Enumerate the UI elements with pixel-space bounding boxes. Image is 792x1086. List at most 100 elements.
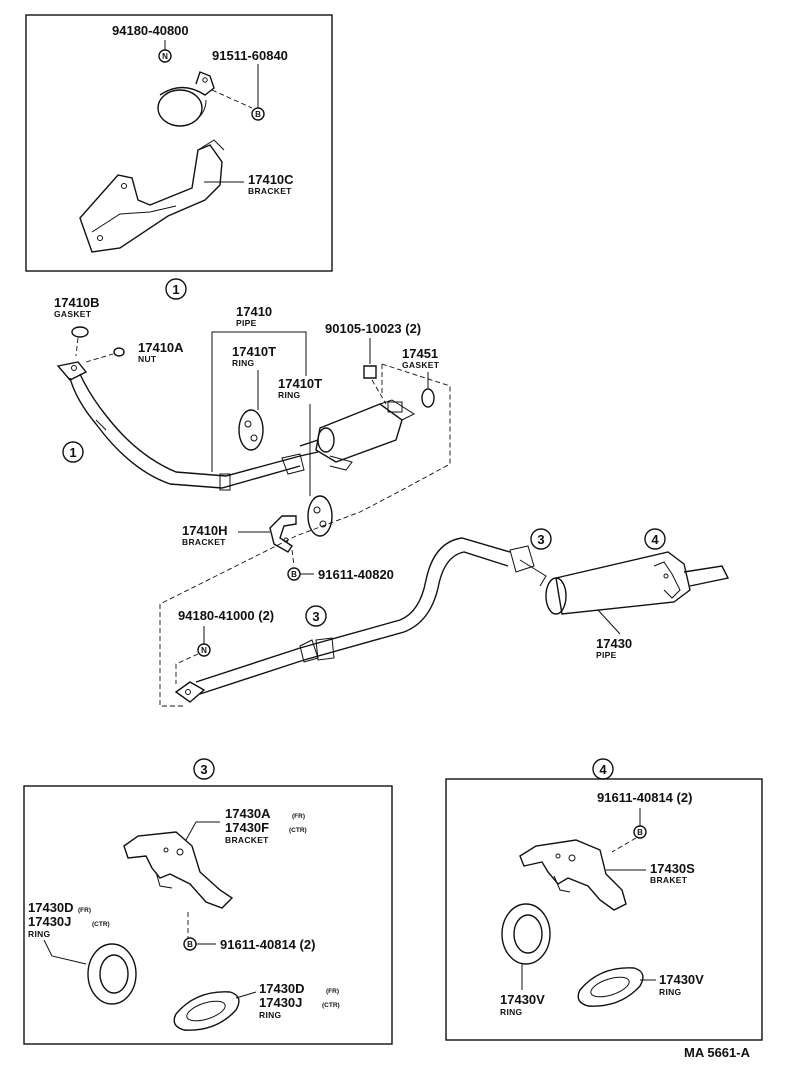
callout-4-inset-title[interactable]: 4 [592, 758, 614, 780]
sub-muffler[interactable] [299, 399, 416, 471]
gasket-17410b[interactable] [71, 326, 89, 338]
ring-17430d-a[interactable] [87, 943, 137, 1005]
bolt-marker-b-2[interactable]: B [287, 567, 301, 581]
label-90105-10023: 90105-10023 (2) [325, 321, 421, 336]
label-ctr-2: (CTR) [92, 921, 110, 928]
svg-text:1: 1 [69, 445, 76, 460]
leader-dash-bolt [211, 89, 253, 109]
inset-4: 91611-40814 (2) B 17430S BRAKET 17430V R… [445, 778, 763, 1041]
label-17430: 17430 [596, 636, 632, 651]
clamp-ring[interactable] [157, 71, 215, 127]
nut-17410a[interactable] [113, 347, 125, 357]
callout-4-muffler[interactable]: 4 [644, 528, 666, 550]
svg-text:3: 3 [200, 762, 207, 777]
label-17410t-a: 17410T [232, 344, 276, 359]
label-17410: 17410 [236, 304, 272, 319]
dash-frame-mid [295, 363, 451, 537]
bolt-marker-b-4[interactable]: B [633, 825, 647, 839]
ring-17410t-b[interactable] [307, 495, 333, 537]
label-17410b: 17410B [54, 295, 100, 310]
callout-3-inset-title[interactable]: 3 [193, 758, 215, 780]
label-fr-1: (FR) [292, 813, 305, 820]
label-ctr-3: (CTR) [322, 1002, 340, 1009]
svg-text:B: B [255, 110, 261, 119]
label-91611-40814-b: 91611-40814 (2) [597, 790, 692, 805]
bracket-17430a[interactable] [123, 831, 234, 909]
label-ring-4b: RING [659, 987, 682, 997]
label-17430s: 17430S [650, 861, 695, 876]
leader-17430 [597, 609, 621, 635]
svg-text:N: N [162, 52, 168, 61]
label-94180-40800: 94180-40800 [112, 23, 189, 38]
label-ring-a: RING [232, 358, 255, 368]
label-17430j-a: 17430J [28, 914, 71, 929]
label-17410h: 17410H [182, 523, 228, 538]
svg-text:4: 4 [599, 762, 607, 777]
inset-3: 17430A (FR) 17430F (CTR) BRACKET B 91611… [23, 785, 393, 1045]
inset-1-frame [25, 14, 333, 272]
label-fr-3: (FR) [326, 988, 339, 995]
ring-17430v-a[interactable] [501, 903, 551, 965]
callout-3-pipe[interactable]: 3 [305, 605, 327, 627]
tail-pipe-17430[interactable] [174, 537, 547, 703]
label-braket: BRAKET [650, 875, 688, 885]
svg-text:3: 3 [537, 532, 544, 547]
label-ring-3b: RING [259, 1010, 282, 1020]
label-gasket-2: GASKET [402, 360, 440, 370]
label-17430v-b: 17430V [659, 972, 704, 987]
leader-dash-gasket [75, 337, 79, 357]
leader-17430d-a [43, 939, 87, 965]
label-17410a: 17410A [138, 340, 184, 355]
svg-text:4: 4 [651, 532, 659, 547]
label-17430v-a: 17430V [500, 992, 545, 1007]
leader-17430a [185, 821, 220, 841]
ring-17430v-b[interactable] [577, 967, 644, 1007]
label-fr-2: (FR) [78, 907, 91, 914]
nut-marker-n-2[interactable]: N [197, 643, 211, 657]
dash-frame-lower [159, 535, 297, 707]
gasket-17451[interactable] [421, 388, 435, 408]
leader-dash-bolt-4 [611, 837, 637, 853]
label-17430f: 17430F [225, 820, 269, 835]
callout-1-pipe[interactable]: 1 [62, 441, 84, 463]
label-pipe-1: PIPE [236, 318, 257, 328]
ring-17430d-b[interactable] [173, 991, 240, 1031]
label-bracket-1: BRACKET [248, 186, 292, 196]
leader-17430d-b [235, 991, 257, 999]
label-ring-4a: RING [500, 1007, 523, 1017]
front-pipe-17410[interactable] [56, 361, 305, 491]
leader-dash-94180-41000 [175, 653, 199, 684]
svg-text:3: 3 [312, 609, 319, 624]
inset-4-frame [445, 778, 763, 1041]
ring-17410t-a[interactable] [238, 409, 264, 451]
callout-1-top[interactable]: 1 [165, 278, 187, 300]
label-17430j-b: 17430J [259, 995, 302, 1010]
label-17410c: 17410C [248, 172, 294, 187]
label-bracket-3: BRACKET [225, 835, 269, 845]
bolt-90105-10023[interactable] [363, 365, 377, 379]
leader-dash-bolt-2 [371, 379, 387, 405]
main-assembly: 17410B GASKET 17410A NUT 1 17410 PIPE [54, 295, 730, 707]
label-gasket-1: GASKET [54, 309, 92, 319]
label-91611-40814-a: 91611-40814 (2) [220, 937, 315, 952]
bolt-marker-b-3[interactable]: B [183, 937, 197, 951]
leader-17410 [211, 331, 307, 472]
label-ctr-1: (CTR) [289, 827, 307, 834]
nut-marker-n[interactable]: N [158, 49, 172, 63]
svg-text:B: B [291, 570, 297, 579]
diagram-code: MA 5661-A [684, 1045, 751, 1060]
bolt-marker-b[interactable]: B [251, 107, 265, 121]
bracket-17430s[interactable] [519, 839, 627, 911]
label-91611-40820: 91611-40820 [318, 567, 394, 582]
label-bracket-2: BRACKET [182, 537, 226, 547]
bracket-17410c[interactable] [79, 139, 225, 253]
label-91511-60840: 91511-60840 [212, 48, 288, 63]
svg-text:B: B [187, 940, 193, 949]
inset-1: N 94180-40800 B 91511-60840 17410C [25, 14, 333, 272]
label-17430d-a: 17430D [28, 900, 74, 915]
callout-3-muffler[interactable]: 3 [530, 528, 552, 550]
label-17451: 17451 [402, 346, 438, 361]
leader-dash-91611-40820 [291, 549, 295, 567]
main-muffler[interactable] [545, 551, 730, 615]
